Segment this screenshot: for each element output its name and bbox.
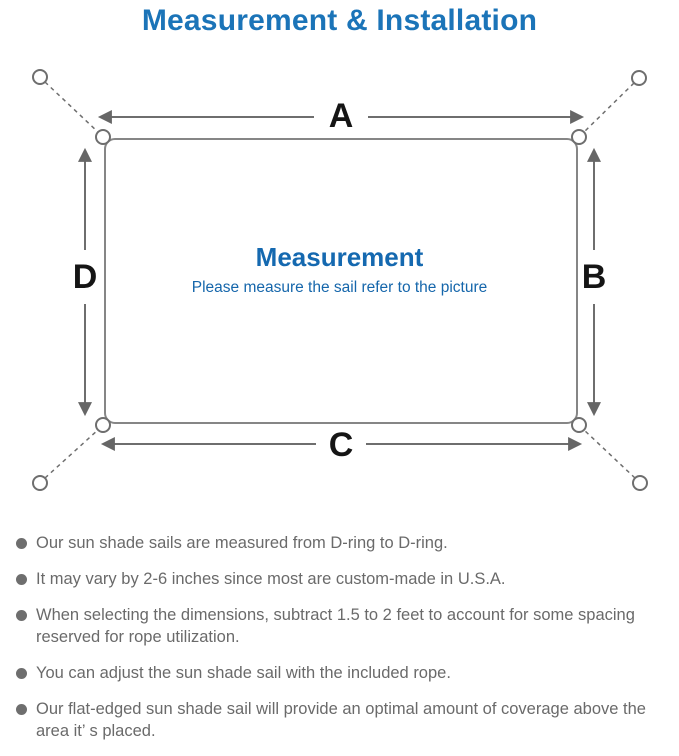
- anchor-point-top-right: [631, 70, 647, 86]
- anchor-point-bottom-left: [32, 475, 48, 491]
- list-item: It may vary by 2-6 inches since most are…: [16, 568, 668, 590]
- rope-line-top-left: [44, 81, 100, 134]
- dimension-label-c: C: [328, 426, 354, 464]
- dimension-label-b: B: [581, 258, 607, 296]
- list-item: You can adjust the sun shade sail with t…: [16, 662, 668, 684]
- notes-list: Our sun shade sails are measured from D-…: [16, 532, 668, 756]
- list-item: When selecting the dimensions, subtract …: [16, 604, 668, 648]
- diagram-center-text: Measurement Please measure the sail refe…: [192, 242, 488, 298]
- bullet-icon: [16, 574, 27, 585]
- rope-line-bottom-right: [582, 428, 636, 479]
- bullet-icon: [16, 704, 27, 715]
- list-item: Our sun shade sails are measured from D-…: [16, 532, 668, 554]
- d-ring-bottom-right: [571, 417, 587, 433]
- note-text: When selecting the dimensions, subtract …: [36, 606, 635, 646]
- measurement-heading: Measurement: [255, 242, 424, 272]
- rope-line-bottom-left: [44, 428, 100, 479]
- note-text: You can adjust the sun shade sail with t…: [36, 664, 451, 682]
- d-ring-top-right: [571, 129, 587, 145]
- d-ring-bottom-left: [95, 417, 111, 433]
- note-text: Our sun shade sails are measured from D-…: [36, 534, 448, 552]
- rope-line-top-right: [582, 82, 635, 134]
- bullet-icon: [16, 610, 27, 621]
- anchor-point-top-left: [32, 69, 48, 85]
- bullet-icon: [16, 668, 27, 679]
- note-text: Our flat-edged sun shade sail will provi…: [36, 700, 646, 740]
- list-item: Our flat-edged sun shade sail will provi…: [16, 698, 668, 742]
- note-text: It may vary by 2-6 inches since most are…: [36, 570, 506, 588]
- page-title: Measurement & Installation: [141, 4, 538, 37]
- dimension-label-d: D: [72, 258, 98, 296]
- sail-outline: [104, 138, 578, 424]
- anchor-point-bottom-right: [632, 475, 648, 491]
- bullet-icon: [16, 538, 27, 549]
- d-ring-top-left: [95, 129, 111, 145]
- measurement-diagram: [32, 69, 648, 491]
- dimension-label-a: A: [328, 97, 354, 135]
- measurement-subtitle: Please measure the sail refer to the pic…: [191, 279, 488, 296]
